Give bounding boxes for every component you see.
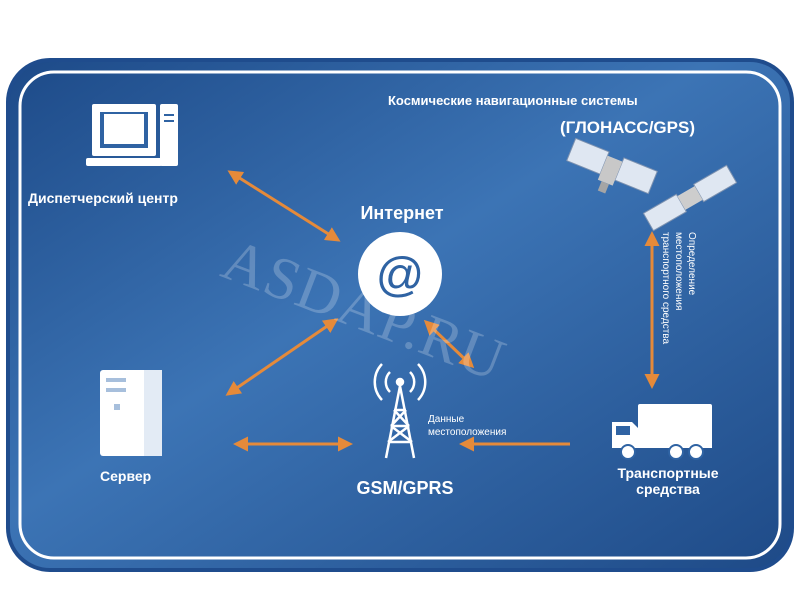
arrow-internet-gsm [423,319,475,369]
server-label: Сервер [100,468,152,484]
space-systems-subtitle: (ГЛОНАСС/GPS) [560,118,695,137]
gsm-gprs-label: GSM/GPRS [356,478,454,498]
transport-label: Транспортные средства [588,465,748,497]
internet-label: Интернет [360,203,444,223]
radio-tower-icon [373,363,427,459]
vehicle-location-line2: местоположения [673,232,684,311]
transport-label-line1: Транспортные [617,465,719,481]
internet-symbol: @ [376,249,425,302]
server-tower-icon [100,370,162,456]
location-data-line2: местоположения [428,426,507,438]
vehicle-location-line3: транспортного средства [660,232,671,345]
location-data-line1: Данные [428,414,465,425]
card-inner-border [18,70,782,560]
transport-label-line2: средства [636,481,700,498]
vehicle-location-note: Определение местоположения транспортного… [660,232,698,382]
computer-icon [86,104,178,166]
vehicle-location-line1: Определение [686,232,697,296]
arrow-server-internet [225,318,339,396]
arrow-dispatch-internet [227,170,341,242]
truck-icon [612,404,712,460]
satellite-icon [566,137,658,195]
space-systems-title: Космические навигационные системы [388,93,638,108]
satellite-icon-2 [642,164,738,232]
at-sign-icon: @ [358,232,442,316]
dispatch-center-label: Диспетчерский центр [28,190,178,206]
location-data-label: Данные местоположения [428,414,506,439]
